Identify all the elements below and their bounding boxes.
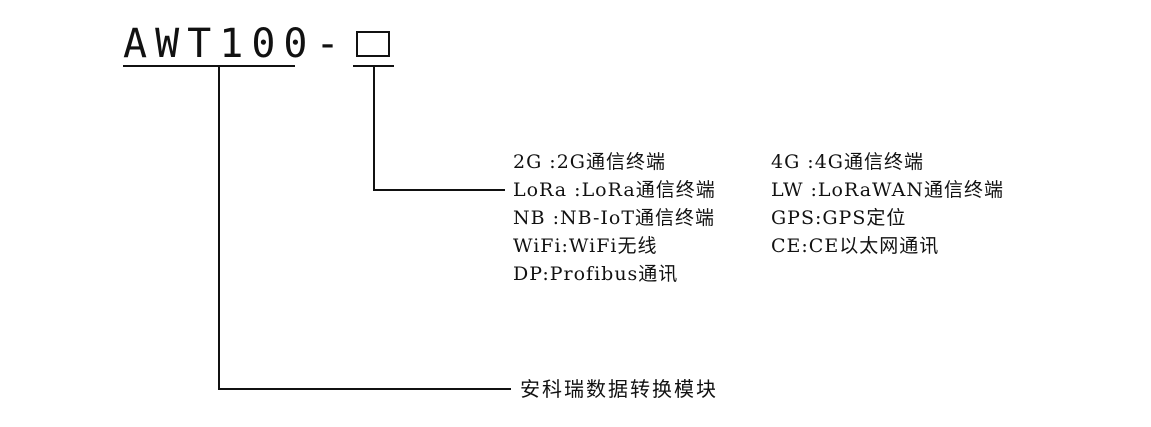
option-nb: NB :NB-IoT通信终端 bbox=[513, 207, 716, 229]
option-4g: 4G :4G通信终端 bbox=[771, 151, 924, 173]
module-label: 安科瑞数据转换模块 bbox=[520, 377, 718, 401]
option-placeholder-box bbox=[356, 31, 390, 57]
option-connector-vertical bbox=[373, 66, 375, 190]
option-gps: GPS:GPS定位 bbox=[771, 207, 907, 229]
model-code: AWT100- bbox=[123, 21, 348, 67]
option-lw: LW :LoRaWAN通信终端 bbox=[771, 179, 1004, 201]
option-connector-horizontal bbox=[373, 189, 505, 191]
model-underline bbox=[123, 65, 295, 67]
module-connector-vertical bbox=[218, 66, 220, 389]
option-dp: DP:Profibus通讯 bbox=[513, 263, 679, 285]
module-connector-horizontal bbox=[218, 388, 511, 390]
option-lora: LoRa :LoRa通信终端 bbox=[513, 179, 716, 201]
option-wifi: WiFi:WiFi无线 bbox=[513, 235, 658, 257]
option-ce: CE:CE以太网通讯 bbox=[771, 235, 940, 257]
option-2g: 2G :2G通信终端 bbox=[513, 151, 666, 173]
